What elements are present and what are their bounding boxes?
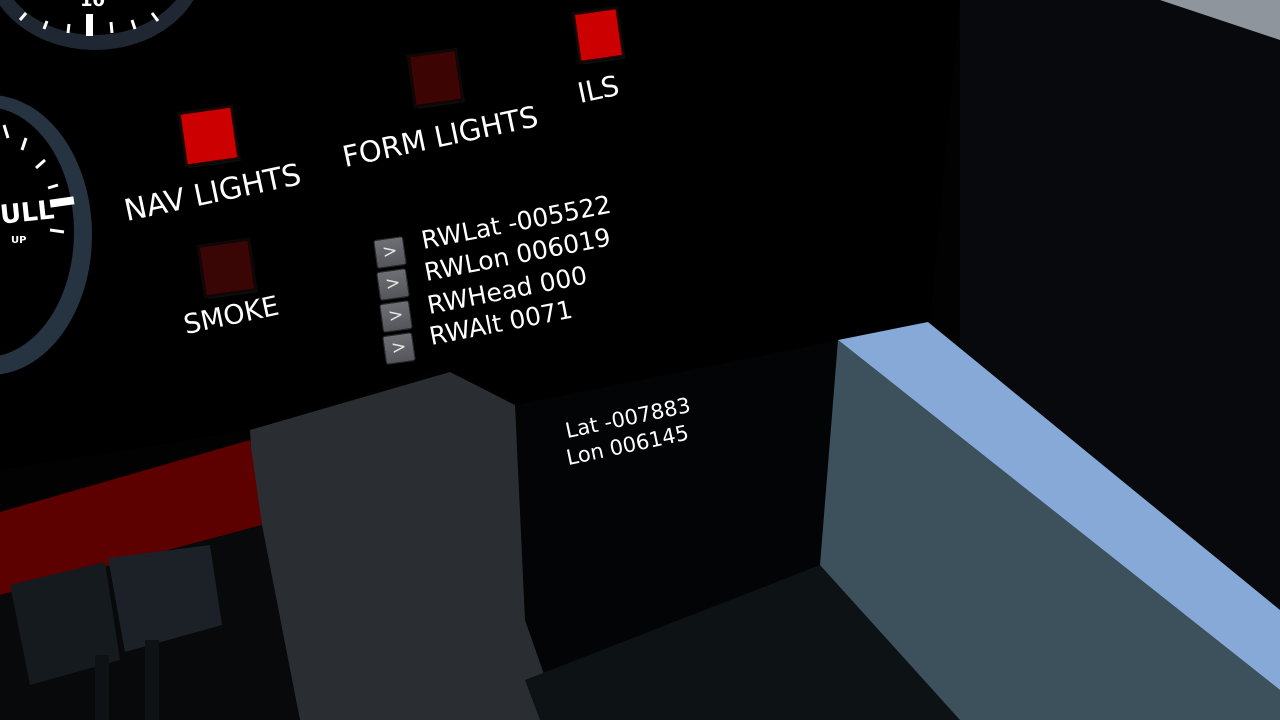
rwlon-adjust-button[interactable]: > <box>376 268 410 301</box>
instrument-panel <box>0 0 960 470</box>
throttle-left <box>10 562 120 685</box>
nav-lights-switch[interactable] <box>179 106 239 166</box>
side-block-top <box>838 322 1280 690</box>
cockpit-floor <box>525 565 1000 720</box>
rwlat-adjust-button[interactable]: > <box>373 236 407 269</box>
center-console <box>515 340 840 690</box>
smoke-switch[interactable] <box>198 239 256 297</box>
form-lights-switch[interactable] <box>408 49 463 107</box>
right-wall-shade <box>1160 0 1280 40</box>
rwhead-adjust-button[interactable]: > <box>379 300 413 333</box>
lower-gauge <box>0 95 92 375</box>
grey-block <box>250 372 560 720</box>
lower-gauge-sublabel: UP <box>11 235 27 246</box>
throttle-right <box>108 545 222 652</box>
side-block-face <box>820 340 1280 720</box>
ils-label: ILS <box>574 69 623 110</box>
lower-gauge-label: ULL <box>0 195 56 231</box>
red-strip <box>0 440 262 595</box>
throttle-stem-1 <box>95 655 109 720</box>
ils-switch[interactable] <box>573 8 624 62</box>
top-gauge <box>0 0 194 50</box>
throttle-stem-2 <box>145 640 159 720</box>
rwalt-adjust-button[interactable]: > <box>382 332 416 365</box>
top-gauge-number: 10 <box>80 0 106 11</box>
